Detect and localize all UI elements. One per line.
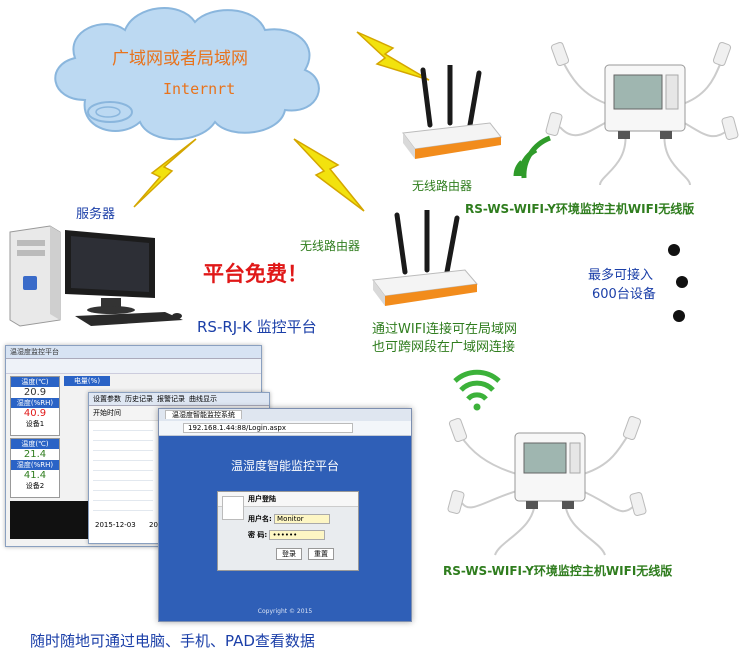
panel-header-hum: 湿度(%RH): [11, 398, 59, 408]
url-input[interactable]: 192.168.1.44:88/Login.aspx: [183, 423, 353, 433]
panel-temp-value: 21.4: [23, 449, 47, 460]
browser-window: 温湿度智能监控系统 192.168.1.44:88/Login.aspx 温湿度…: [158, 408, 412, 622]
login-buttons: 登录 重置: [276, 548, 334, 560]
wifi-note-line2: 也可跨网段在广域网连接: [372, 340, 516, 355]
sensor-host-icon: [545, 41, 739, 186]
login-pass-label: 密 码:: [248, 531, 268, 539]
platform-free-label: 平台免费！: [203, 262, 308, 286]
login-user-label: 用户名:: [248, 515, 272, 523]
history-date: 2015-12-03: [95, 521, 136, 529]
panel-header-temp: 温度(℃): [11, 377, 59, 387]
router-icon: [402, 65, 502, 159]
sensor-host-icon: [447, 415, 647, 556]
browser-tabbar: 温湿度智能监控系统: [159, 409, 411, 421]
browser-addressbar: 192.168.1.44:88/Login.aspx: [159, 421, 411, 436]
ellipsis-dot: [668, 244, 680, 256]
server-label: 服务器: [76, 207, 116, 222]
sensor-panel: 温度(℃) 20.9 湿度(%RH) 40.9 设备1: [10, 376, 60, 436]
login-button[interactable]: 登录: [276, 548, 302, 560]
platform-name-label: RS-RJ-K 监控平台: [197, 318, 317, 336]
reset-button[interactable]: 重置: [308, 548, 334, 560]
router-mid-label: 无线路由器: [300, 239, 361, 253]
lightning-icon: [293, 138, 365, 212]
panel-device-name: 设备1: [25, 420, 45, 428]
login-title: 温湿度智能监控平台: [230, 459, 339, 473]
tab-curve[interactable]: 曲线显示: [189, 395, 217, 403]
panel-temp-value: 20.9: [23, 387, 47, 398]
cloud-subtitle: Internrt: [163, 80, 236, 98]
user-avatar-icon: [222, 496, 244, 520]
login-user-row: 用户名: Monitor: [248, 514, 331, 524]
login-box-title: 用户登陆: [218, 492, 358, 507]
history-grid: [93, 421, 153, 516]
tab-history[interactable]: 历史记录: [125, 395, 153, 403]
window-toolbar: [6, 359, 261, 374]
ellipsis-dot: [676, 276, 688, 288]
panel-device-name: 设备2: [25, 482, 45, 490]
copyright: Copyright © 2015: [257, 608, 313, 615]
browser-tab[interactable]: 温湿度智能监控系统: [165, 410, 242, 419]
lightning-icon: [133, 138, 197, 208]
device-bottom-label: RS-WS-WIFI-Y环境监控主机WIFI无线版: [443, 564, 673, 578]
history-tabs: 设置参数 历史记录 报警记录 曲线显示: [89, 393, 269, 406]
panel-hum-value: 41.4: [23, 470, 47, 481]
panel-header-temp: 温度(℃): [11, 439, 59, 449]
cloud-title: 广域网或者局域网: [112, 49, 248, 69]
cloud: [54, 7, 320, 141]
password-input[interactable]: ••••••: [269, 530, 326, 540]
wifi-signal-icon: [513, 135, 551, 179]
wifi-note-line1: 通过WIFI连接可在局域网: [372, 322, 517, 337]
panel-hum-value: 40.9: [23, 408, 47, 419]
router-top-label: 无线路由器: [412, 179, 473, 193]
panel-header-power: 电量(%): [64, 376, 110, 386]
login-pass-row: 密 码: ••••••: [248, 530, 326, 540]
max-devices-line1: 最多可接入: [588, 268, 654, 283]
device-top-label: RS-WS-WIFI-Y环境监控主机WIFI无线版: [465, 202, 695, 216]
router-icon: [372, 210, 478, 306]
window-title: 温湿度监控平台: [10, 348, 59, 356]
ellipsis-dot: [673, 310, 685, 322]
footer-caption: 随时随地可通过电脑、手机、PAD查看数据: [30, 632, 315, 650]
username-input[interactable]: Monitor: [274, 514, 331, 524]
max-devices-line2: 600台设备: [592, 287, 656, 302]
tab-alarm[interactable]: 报警记录: [157, 395, 185, 403]
panel-header-hum: 湿度(%RH): [11, 460, 59, 470]
lightning-icon: [356, 31, 430, 81]
window-titlebar: 温湿度监控平台: [6, 346, 261, 359]
tab-settings[interactable]: 设置参数: [93, 395, 121, 403]
chart-area: [10, 501, 92, 539]
sensor-panel: 温度(℃) 21.4 湿度(%RH) 41.4 设备2: [10, 438, 60, 498]
login-box: 用户登陆 用户名: Monitor 密 码: •••••• 登录 重置: [217, 491, 359, 571]
server-computer-icon: [9, 225, 183, 327]
wifi-signal-icon: [453, 369, 501, 411]
